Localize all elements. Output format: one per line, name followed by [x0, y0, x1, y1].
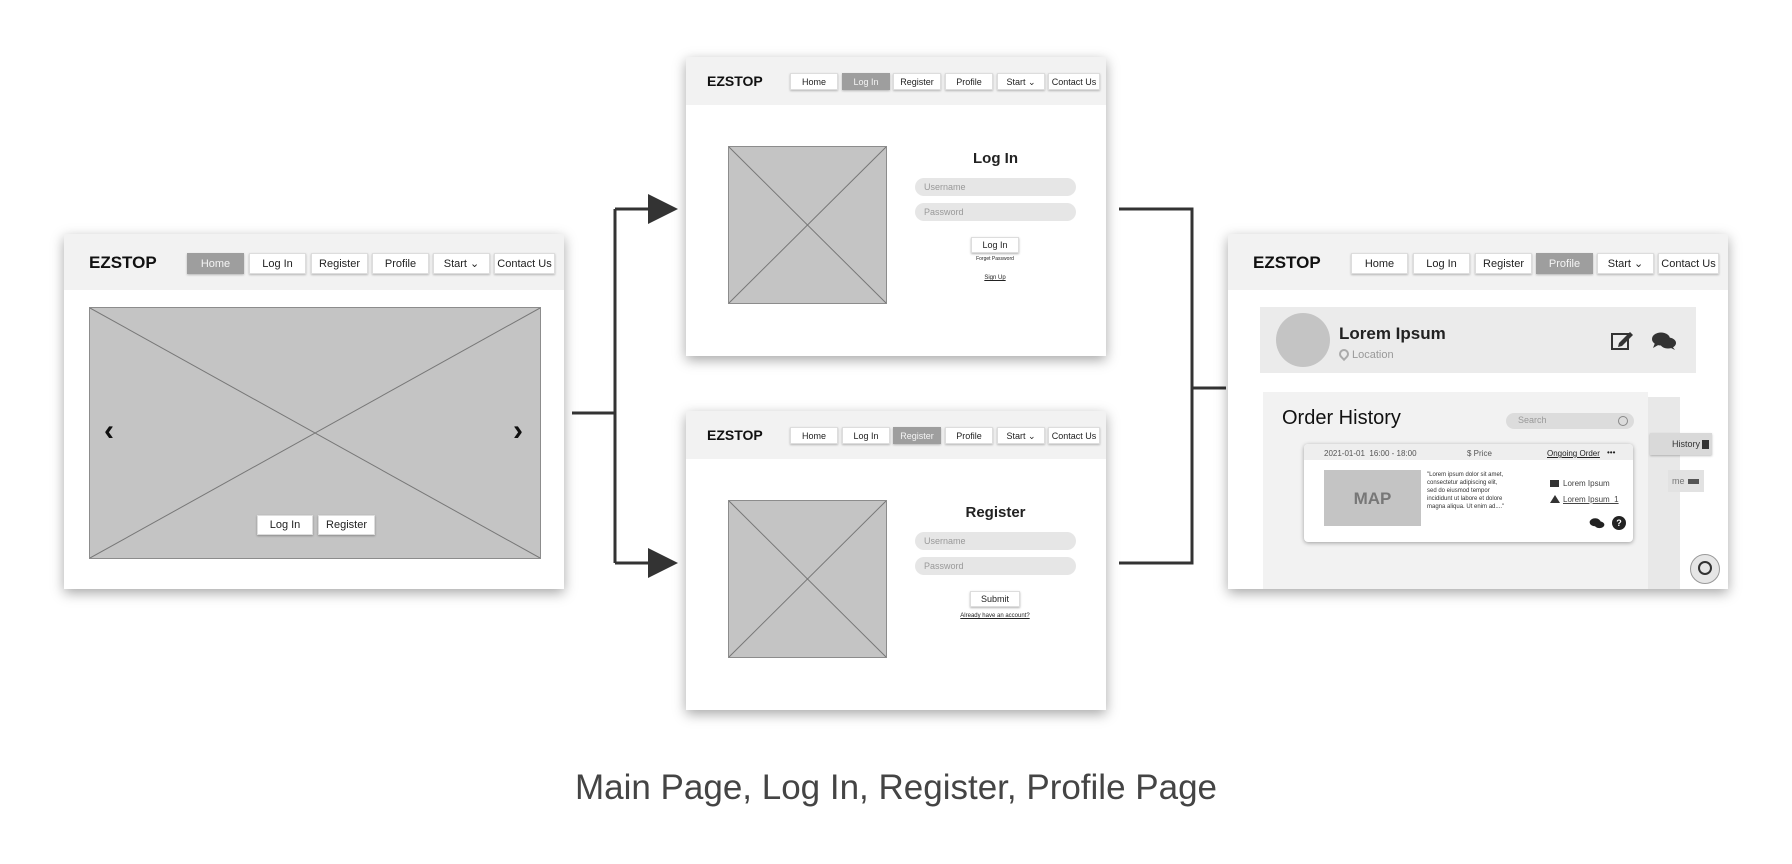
chevron-right-icon[interactable]: ›	[513, 414, 523, 447]
truck-icon	[1550, 480, 1559, 487]
nav-register[interactable]: Register	[1475, 253, 1532, 274]
order-card-header	[1304, 444, 1633, 460]
nav-home[interactable]: Home	[187, 253, 244, 274]
login-title: Log In	[973, 150, 1018, 167]
side-tab-back	[1648, 397, 1680, 589]
nav-profile[interactable]: Profile	[945, 427, 993, 444]
map-placeholder: MAP	[1324, 470, 1421, 526]
nav-register[interactable]: Register	[893, 73, 941, 90]
brand-logo: EZSTOP	[1253, 253, 1321, 272]
nav-login[interactable]: Log In	[249, 253, 306, 274]
username-field[interactable]: Username	[915, 178, 1076, 196]
navbar: EZSTOP Home Log In Register Profile Star…	[1228, 234, 1728, 290]
already-have-account-link[interactable]: Already have an account?	[960, 613, 1030, 619]
profile-name: Lorem Ipsum	[1339, 324, 1446, 343]
navbar: EZSTOP Home Log In Register Profile Star…	[64, 234, 564, 290]
nav-contact[interactable]: Contact Us	[1658, 253, 1719, 274]
brand-logo: EZSTOP	[707, 73, 763, 89]
nav-register[interactable]: Register	[893, 427, 941, 444]
home-icon	[1550, 495, 1560, 503]
profile-page-frame: EZSTOP Home Log In Register Profile Star…	[1228, 234, 1728, 589]
search-field[interactable]: Search	[1506, 413, 1634, 429]
profile-header-card: Lorem Ipsum Location	[1260, 307, 1696, 373]
nav-home[interactable]: Home	[1351, 253, 1408, 274]
order-history-title: Order History	[1282, 407, 1401, 429]
nav-profile[interactable]: Profile	[1536, 253, 1593, 274]
side-tab-partial-label: me	[1672, 476, 1685, 486]
nav-start[interactable]: Start ⌄	[997, 427, 1045, 444]
password-field[interactable]: Password	[915, 203, 1076, 221]
username-field[interactable]: Username	[915, 532, 1076, 550]
nav-contact[interactable]: Contact Us	[1048, 427, 1100, 444]
order-description: "Lorem ipsum dolor sit amet, consectetur…	[1427, 472, 1505, 510]
avatar	[1276, 313, 1330, 367]
navbar: EZSTOP Home Log In Register Profile Star…	[686, 411, 1106, 459]
chat-icon[interactable]	[1589, 517, 1605, 530]
nav-contact[interactable]: Contact Us	[1048, 73, 1100, 90]
order-address[interactable]: Lorem Ipsum_1	[1563, 495, 1619, 504]
nav-home[interactable]: Home	[790, 427, 838, 444]
signup-link[interactable]: Sign Up	[984, 275, 1006, 281]
order-price: $ Price	[1467, 449, 1492, 458]
connector-main-split	[572, 209, 617, 563]
support-headset-icon[interactable]	[1690, 554, 1720, 584]
chevron-left-icon[interactable]: ‹	[104, 414, 114, 447]
nav-register[interactable]: Register	[311, 253, 368, 274]
search-icon[interactable]	[1618, 416, 1628, 426]
more-options-icon[interactable]: •••	[1607, 448, 1616, 457]
register-image-placeholder	[728, 500, 887, 658]
brand-logo: EZSTOP	[707, 427, 763, 443]
navbar: EZSTOP Home Log In Register Profile Star…	[686, 57, 1106, 105]
nav-start[interactable]: Start ⌄	[997, 73, 1045, 90]
headset-shape	[1698, 561, 1712, 575]
nav-home[interactable]: Home	[790, 73, 838, 90]
diagram-caption: Main Page, Log In, Register, Profile Pag…	[574, 768, 1218, 807]
profile-location: Location	[1352, 349, 1394, 361]
order-vendor: Lorem Ipsum	[1563, 479, 1610, 488]
edit-icon[interactable]	[1611, 329, 1635, 351]
arrow-to-register	[648, 548, 678, 578]
side-tab-history[interactable]: History	[1650, 433, 1712, 455]
side-tab-partial[interactable]: me	[1668, 470, 1704, 492]
register-title: Register	[965, 504, 1026, 521]
location-pin-icon	[1336, 346, 1352, 362]
trash-icon	[1702, 440, 1709, 449]
login-page-frame: EZSTOP Home Log In Register Profile Star…	[686, 57, 1106, 356]
register-page-frame: EZSTOP Home Log In Register Profile Star…	[686, 411, 1106, 710]
order-status: Ongoing Order	[1547, 449, 1600, 458]
hero-login-button[interactable]: Log In	[257, 515, 313, 535]
password-field[interactable]: Password	[915, 557, 1076, 575]
nav-profile[interactable]: Profile	[372, 253, 429, 274]
order-history-panel: Order History Search 2021-01-01 16:00 - …	[1263, 392, 1648, 589]
nav-login[interactable]: Log In	[1413, 253, 1470, 274]
nav-start[interactable]: Start ⌄	[1597, 253, 1654, 274]
map-label: MAP	[1353, 489, 1392, 508]
hero-carousel-image	[89, 307, 541, 559]
register-submit-button[interactable]: Submit	[970, 591, 1020, 607]
nav-login[interactable]: Log In	[842, 73, 890, 90]
brand-logo: EZSTOP	[89, 253, 157, 272]
nav-login[interactable]: Log In	[842, 427, 890, 444]
hero-register-button[interactable]: Register	[318, 515, 375, 535]
connector-from-login	[1119, 207, 1194, 565]
login-submit-button[interactable]: Log In	[971, 237, 1019, 253]
nav-contact[interactable]: Contact Us	[494, 253, 555, 274]
order-datetime: 2021-01-01 16:00 - 18:00	[1324, 449, 1417, 458]
nav-start[interactable]: Start ⌄	[433, 253, 490, 274]
hand-icon	[1688, 479, 1699, 484]
help-icon[interactable]: ?	[1612, 516, 1626, 530]
chat-icon[interactable]	[1651, 331, 1677, 351]
order-card[interactable]: 2021-01-01 16:00 - 18:00 $ Price Ongoing…	[1304, 444, 1633, 542]
login-image-placeholder	[728, 146, 887, 304]
main-page-frame: EZSTOP Home Log In Register Profile Star…	[64, 234, 564, 589]
side-tab-history-label: History	[1672, 439, 1701, 449]
search-placeholder: Search	[1518, 415, 1547, 425]
nav-profile[interactable]: Profile	[945, 73, 993, 90]
forgot-password-link[interactable]: Forget Password	[976, 256, 1014, 262]
arrow-to-login	[648, 194, 678, 224]
